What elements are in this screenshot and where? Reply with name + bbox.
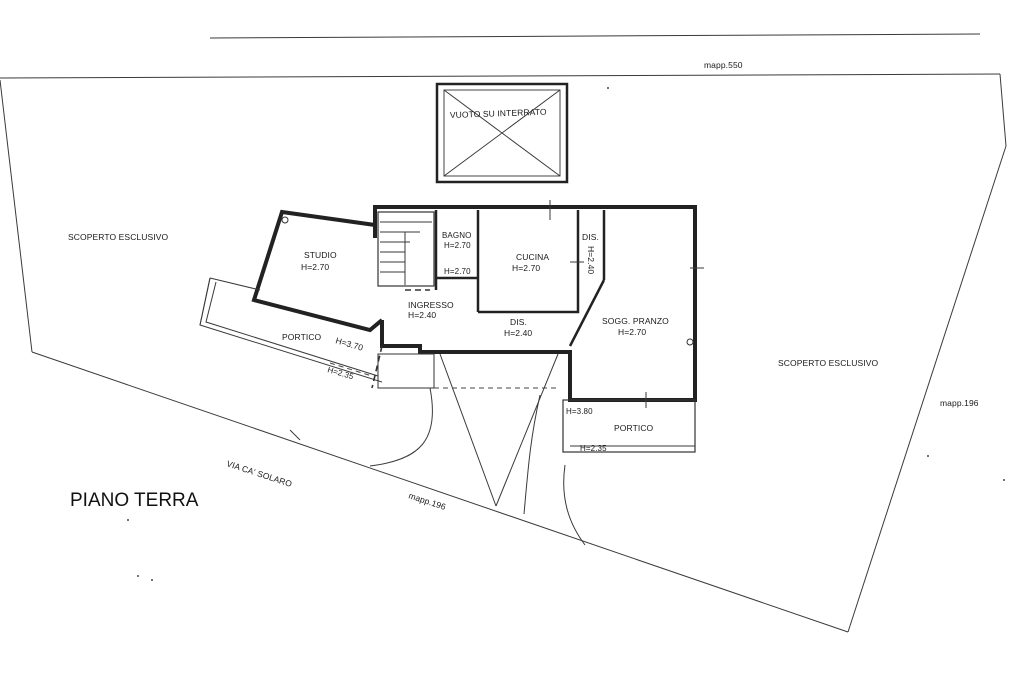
dis-main-height: H=2.40 <box>504 328 532 338</box>
mapp-east-label: mapp.196 <box>940 398 979 408</box>
driveway <box>289 353 586 546</box>
ingresso-name: INGRESSO <box>408 300 454 310</box>
portico-right-height-2: H=2.35 <box>580 444 607 453</box>
soggiorno-height: H=2.70 <box>618 327 646 337</box>
bagno-height-2: H=2.70 <box>444 267 471 276</box>
void-label: VUOTO SU INTERRATO <box>450 107 547 120</box>
street-label: VIA CA' SOLARO <box>225 458 293 489</box>
mapp-north-label: mapp.550 <box>704 60 743 70</box>
portico-left-height: H=3.70 <box>334 335 364 352</box>
yard-left-label: SCOPERTO ESCLUSIVO <box>68 232 168 242</box>
building-walls <box>251 200 704 408</box>
plan-title: PIANO TERRA <box>70 490 199 511</box>
portico-right-structure <box>562 399 696 453</box>
portico-right-name: PORTICO <box>614 423 654 433</box>
studio-height: H=2.70 <box>301 262 329 272</box>
dis-small-name: DIS. <box>582 232 599 242</box>
ingresso-height: H=2.40 <box>408 310 436 320</box>
cucina-height: H=2.70 <box>512 263 540 273</box>
property-boundary <box>0 33 1007 633</box>
yard-right-label: SCOPERTO ESCLUSIVO <box>778 358 878 368</box>
soggiorno-name: SOGG. PRANZO <box>602 316 669 326</box>
void-over-basement <box>435 82 569 184</box>
bagno-height: H=2.70 <box>444 241 471 250</box>
portico-left-structure <box>199 277 435 389</box>
mapp-south-label: mapp.196 <box>407 490 447 511</box>
portico-right-height: H=3.80 <box>566 407 593 416</box>
bagno-name: BAGNO <box>442 231 471 240</box>
dis-small-height: H=2.40 <box>586 246 596 274</box>
portico-left-name: PORTICO <box>282 332 322 342</box>
cucina-name: CUCINA <box>516 252 549 262</box>
studio-name: STUDIO <box>304 250 337 260</box>
dis-main-name: DIS. <box>510 317 527 327</box>
